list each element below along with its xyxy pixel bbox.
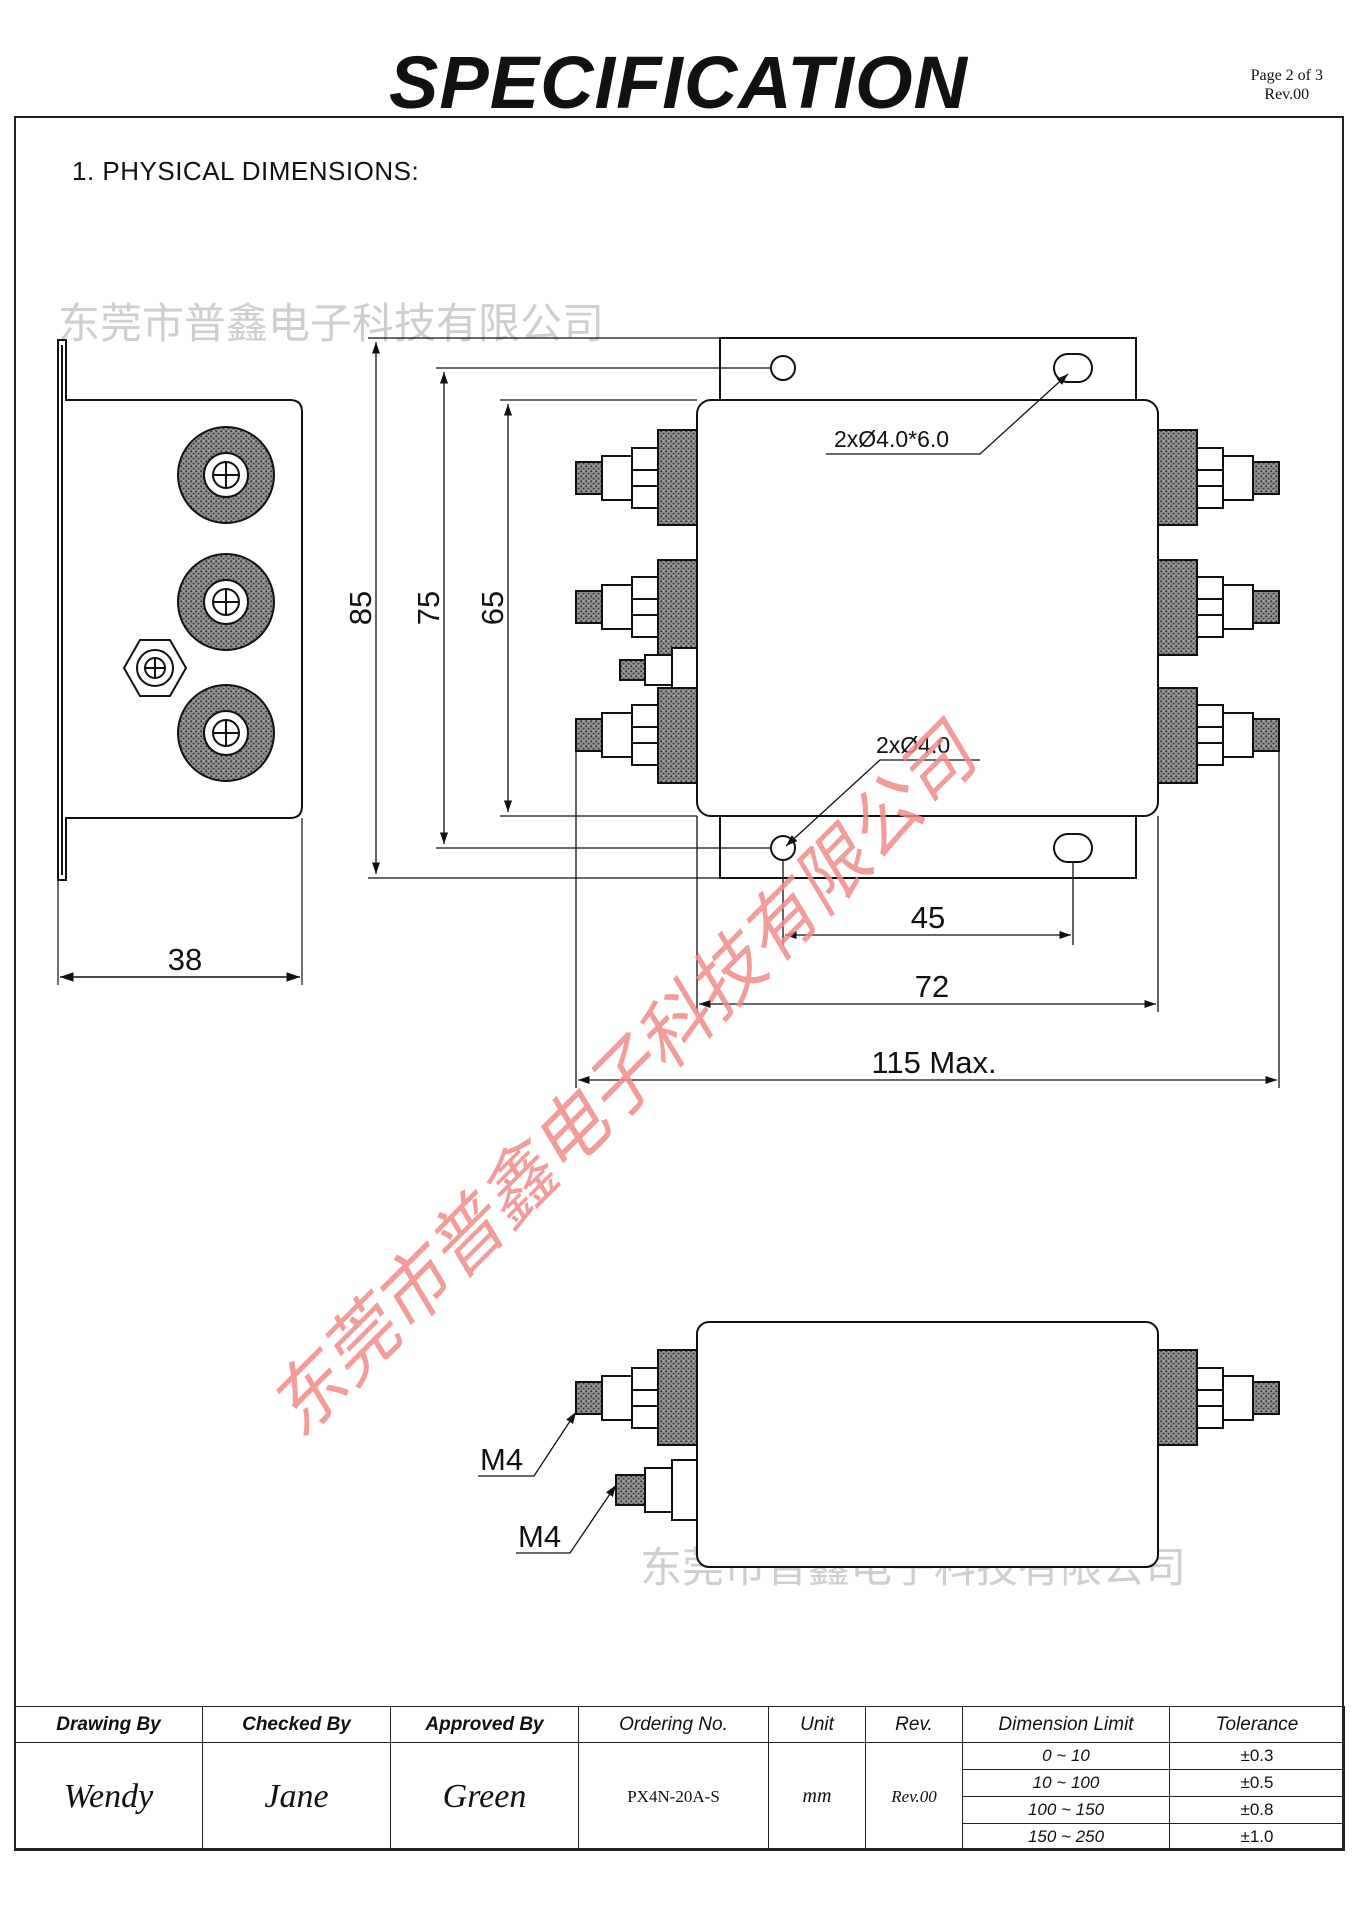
rev-value: Rev.00 bbox=[865, 1742, 963, 1851]
bottom-left-terminal bbox=[575, 1349, 698, 1446]
header-drawing-by: Drawing By bbox=[14, 1706, 203, 1743]
tolerance-value: ±0.8 bbox=[1169, 1796, 1345, 1824]
note-slot: 2xØ4.0*6.0 bbox=[834, 426, 949, 452]
header-dimension-limit: Dimension Limit bbox=[962, 1706, 1170, 1743]
dim-overall-width: 115 Max. bbox=[871, 1045, 996, 1080]
dimension-limit-range: 0 ~ 10 bbox=[962, 1742, 1170, 1770]
section-heading: 1. PHYSICAL DIMENSIONS: bbox=[72, 156, 420, 186]
front-view bbox=[575, 337, 1280, 879]
ordering-number: PX4N-20A-S bbox=[578, 1742, 769, 1851]
dim-height-mount: 75 bbox=[411, 591, 446, 625]
side-view bbox=[57, 339, 303, 985]
dim-side-depth: 38 bbox=[168, 942, 202, 977]
ground-stud-front bbox=[619, 647, 698, 693]
dimension-limit-range: 10 ~ 100 bbox=[962, 1769, 1170, 1797]
right-terminal-mid bbox=[1157, 559, 1280, 656]
watermark-top: 东莞市普鑫电子科技有限公司 bbox=[58, 299, 604, 348]
thread-leaders bbox=[478, 1411, 617, 1554]
bottom-view bbox=[575, 1321, 1280, 1568]
left-terminal-mid bbox=[575, 559, 698, 656]
header-approved-by: Approved By bbox=[390, 1706, 579, 1743]
unit-value: mm bbox=[768, 1742, 866, 1851]
side-terminal-2 bbox=[177, 553, 275, 651]
left-terminal-top bbox=[575, 429, 698, 526]
header-ordering-no: Ordering No. bbox=[578, 1706, 769, 1743]
right-terminal-top bbox=[1157, 429, 1280, 526]
tolerance-value: ±0.5 bbox=[1169, 1769, 1345, 1797]
right-terminal-bottom bbox=[1157, 687, 1280, 784]
note-hole: 2xØ4.0 bbox=[876, 732, 950, 758]
header-unit: Unit bbox=[768, 1706, 866, 1743]
thread-label-lower: M4 bbox=[518, 1519, 561, 1554]
header-rev: Rev. bbox=[865, 1706, 963, 1743]
dim-height-overall: 85 bbox=[343, 591, 378, 625]
header-tolerance: Tolerance bbox=[1169, 1706, 1345, 1743]
header-checked-by: Checked By bbox=[202, 1706, 391, 1743]
side-terminal-1 bbox=[177, 426, 275, 524]
vertical-dimensions bbox=[368, 337, 771, 879]
bottom-ground-stud bbox=[615, 1459, 698, 1521]
page-info: Page 2 of 3 Rev.00 bbox=[1251, 66, 1323, 104]
side-terminal-3 bbox=[177, 684, 275, 782]
tolerance-value: ±1.0 bbox=[1169, 1823, 1345, 1851]
approved-by-signature: Green bbox=[390, 1742, 579, 1851]
left-terminal-bottom bbox=[575, 687, 698, 784]
dimension-limit-range: 100 ~ 150 bbox=[962, 1796, 1170, 1824]
dim-body-width: 72 bbox=[915, 969, 949, 1004]
title-block: Drawing By Checked By Approved By Orderi… bbox=[14, 1706, 1345, 1851]
horizontal-dimensions bbox=[575, 373, 1280, 1088]
dim-hole-spacing: 45 bbox=[911, 900, 945, 935]
checked-by-signature: Jane bbox=[202, 1742, 391, 1851]
dimension-limit-range: 150 ~ 250 bbox=[962, 1823, 1170, 1851]
thread-label-upper: M4 bbox=[480, 1442, 523, 1477]
ground-screw bbox=[122, 639, 188, 697]
bottom-right-terminal bbox=[1157, 1349, 1280, 1446]
drawing-by-signature: Wendy bbox=[14, 1742, 203, 1851]
dim-height-body: 65 bbox=[475, 591, 510, 625]
page-number: Page 2 of 3 bbox=[1250, 67, 1323, 84]
revision-label: Rev.00 bbox=[1264, 86, 1310, 103]
tolerance-value: ±0.3 bbox=[1169, 1742, 1345, 1770]
page-title: SPECIFICATION bbox=[389, 41, 968, 124]
